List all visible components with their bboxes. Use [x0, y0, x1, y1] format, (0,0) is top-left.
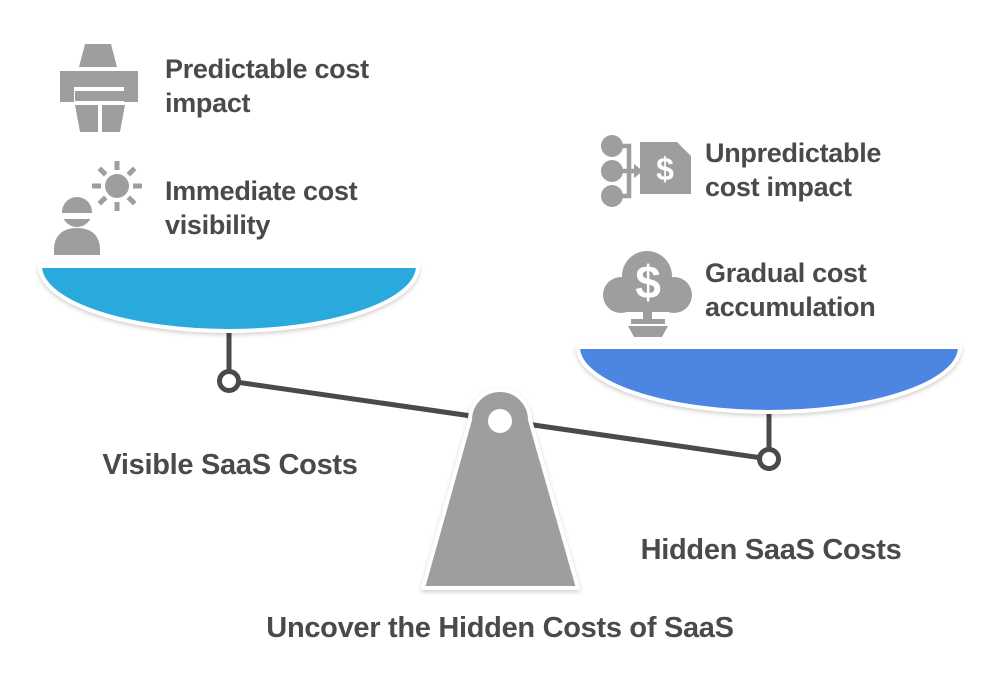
- feature-immediate-cost-visibility: Immediate cost visibility: [165, 174, 358, 242]
- feature-text-line: Gradual cost: [705, 258, 867, 288]
- diagram-title: Uncover the Hidden Costs of SaaS: [266, 612, 734, 644]
- feature-unpredictable-cost-impact: Unpredictable cost impact: [705, 136, 881, 204]
- money-tree-icon: $: [603, 251, 692, 337]
- left-scale-pan: [37, 264, 421, 333]
- feature-text-line: accumulation: [705, 292, 876, 322]
- balance-figure-icon: [60, 44, 138, 132]
- feature-gradual-cost-accumulation: Gradual cost accumulation: [705, 256, 876, 324]
- left-pan-label: Visible SaaS Costs: [102, 449, 358, 481]
- invoice-flow-icon: $: [601, 135, 691, 207]
- feature-text-line: visibility: [165, 210, 271, 240]
- right-scale-pan: [575, 345, 963, 414]
- feature-text-line: Immediate cost: [165, 176, 358, 206]
- fulcrum: [421, 388, 580, 590]
- dollar-sign: $: [635, 256, 661, 308]
- feature-text-line: Unpredictable: [705, 138, 882, 168]
- feature-predictable-cost-impact: Predictable cost impact: [165, 52, 369, 120]
- right-pan-label: Hidden SaaS Costs: [640, 534, 902, 566]
- fulcrum-hole: [488, 409, 512, 433]
- feature-text-line: cost impact: [705, 172, 852, 202]
- left-pivot-ring: [217, 369, 241, 393]
- feature-text-line: Predictable cost: [165, 54, 369, 84]
- right-pivot-ring: [757, 447, 781, 471]
- sun-rays: [92, 161, 142, 211]
- dollar-sign: $: [656, 151, 674, 187]
- feature-text-line: impact: [165, 88, 251, 118]
- person-sun-icon: [54, 161, 142, 255]
